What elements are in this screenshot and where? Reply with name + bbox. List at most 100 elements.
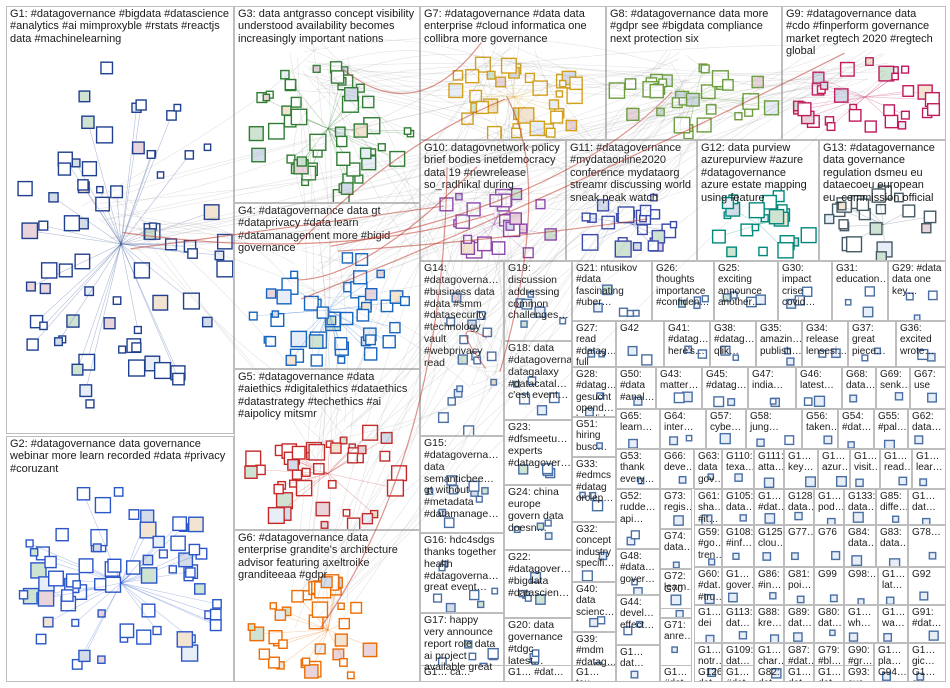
vertex-node	[346, 671, 355, 680]
group-label: G52: rudde… api…	[620, 491, 656, 525]
vertex-node	[632, 309, 640, 317]
group-g67-box: G67: use	[910, 367, 946, 409]
group-g1h-box: G1… dat…	[908, 489, 946, 525]
group-g8-box: G8: #datagovernance data more #gdpr see …	[606, 6, 782, 140]
group-label: G128: data…	[788, 491, 814, 514]
vertex-layer	[17, 61, 233, 409]
vertex-node	[465, 69, 480, 84]
group-g91-box: G91: #dat…	[908, 605, 946, 643]
group-label: G76	[818, 527, 837, 538]
vertex-node	[140, 567, 158, 584]
vertex-layer	[894, 392, 904, 401]
group-label: G1… #dat…	[758, 491, 783, 514]
vertex-node	[131, 342, 142, 353]
group-label: G84: data…	[848, 527, 876, 550]
vertex-node	[764, 513, 776, 524]
vertex-node	[831, 550, 841, 561]
vertex-node	[334, 633, 348, 647]
group-label: G92	[912, 569, 931, 580]
vertex-node	[558, 79, 567, 88]
vertex-node	[490, 378, 498, 386]
vertex-node	[885, 596, 895, 604]
vertex-node	[649, 209, 661, 220]
group-label: G85: diffe…	[880, 491, 908, 514]
vertex-layer	[670, 594, 682, 606]
group-g1m-box: G1… lat…	[878, 567, 908, 605]
group-g110-box: G110: texa…	[722, 449, 754, 489]
vertex-node	[362, 642, 378, 658]
vertex-node	[734, 112, 743, 121]
vertex-node	[597, 616, 606, 625]
vertex-node	[212, 598, 222, 609]
vertex-node	[72, 580, 81, 589]
vertex-node	[469, 89, 483, 103]
vertex-node	[141, 603, 156, 618]
vertex-node	[35, 633, 47, 645]
vertex-node	[57, 162, 72, 176]
vertex-node	[630, 670, 639, 679]
vertex-node	[927, 392, 937, 403]
vertex-node	[769, 634, 780, 642]
vertex-node	[176, 631, 194, 648]
vertex-node	[18, 590, 29, 600]
vertex-node	[92, 543, 102, 553]
vertex-node	[248, 126, 264, 142]
vertex-layer	[818, 348, 841, 359]
group-g6-box: G6: #datagovernance data enterprise gran…	[234, 530, 420, 682]
vertex-node	[768, 208, 785, 225]
vertex-node	[399, 296, 410, 307]
vertex-node	[216, 233, 233, 250]
vertex-node	[209, 619, 222, 632]
vertex-node	[25, 539, 34, 548]
vertex-node	[565, 119, 578, 132]
vertex-node	[672, 561, 680, 568]
group-label: G57: cybe…	[710, 411, 742, 434]
vertex-layer	[623, 620, 643, 636]
vertex-node	[824, 213, 835, 225]
group-label: G7: #datagovernance #data data enterpris…	[424, 8, 587, 45]
vertex-node	[284, 78, 297, 91]
group-g32-box: G32: concept industry specifi…	[572, 522, 616, 582]
vertex-node	[288, 479, 298, 488]
vertex-node	[675, 609, 684, 617]
vertex-node	[823, 435, 833, 445]
vertex-node	[364, 287, 378, 301]
group-g50-box: G50: #data #anal…	[616, 367, 656, 409]
vertex-layer	[763, 477, 775, 488]
group-label: G1… tou…	[576, 667, 600, 681]
group-label: G66: deve…	[664, 451, 694, 474]
vertex-layer	[631, 578, 643, 594]
vertex-node	[544, 532, 553, 540]
group-label: G37: great piece…	[852, 323, 886, 357]
group-g53-box: G53: thank every…	[616, 449, 660, 489]
vertex-node	[467, 319, 477, 330]
vertex-layer	[512, 376, 560, 416]
group-label: G50: #data #anal…	[620, 369, 655, 403]
vertex-node	[641, 354, 653, 366]
vertex-node	[927, 290, 938, 301]
vertex-node	[139, 521, 157, 539]
vertex-node	[813, 395, 826, 407]
vertex-node	[491, 241, 506, 255]
vertex-node	[856, 198, 870, 212]
vertex-node	[734, 473, 743, 482]
group-label: G30: impact crise covid…	[782, 263, 816, 308]
group-label: G1… #dat…	[508, 667, 564, 678]
vertex-node	[535, 594, 546, 605]
vertex-node	[855, 478, 864, 488]
group-g108-box: G108: #inf…	[722, 525, 754, 567]
group-label: G62: data…	[912, 411, 942, 434]
group-label: G6: #datagovernance data enterprise gran…	[238, 532, 398, 582]
vertex-node	[926, 103, 941, 117]
group-label: G36: excited wrote…	[900, 323, 935, 357]
vertex-node	[596, 442, 603, 450]
vertex-node	[914, 435, 924, 445]
group-g29-box: G29: #data data one key…	[888, 261, 946, 321]
group-g1l-box: G1… gover…	[722, 567, 754, 605]
vertex-node	[891, 515, 900, 523]
vertex-node	[722, 78, 734, 91]
group-g58-box: G58: jung…	[746, 409, 802, 449]
vertex-node	[902, 204, 916, 218]
group-g1q-box: G1… #dat…	[722, 665, 754, 682]
vertex-node	[800, 227, 817, 244]
